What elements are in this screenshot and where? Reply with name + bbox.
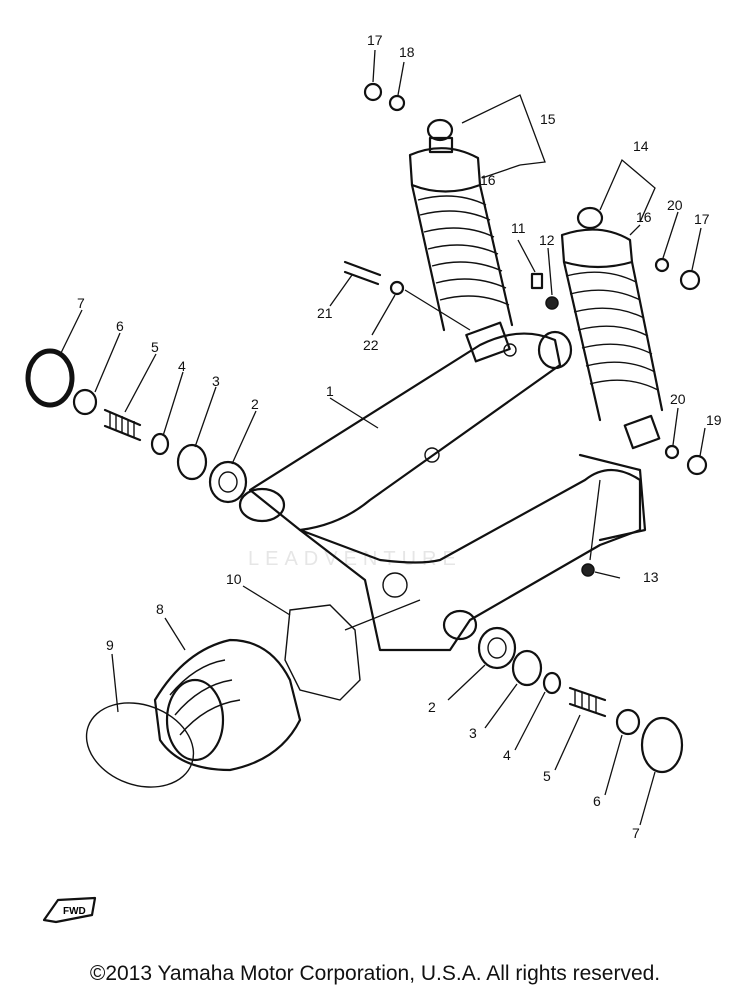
gasket-10[interactable] — [284, 604, 361, 701]
callout-7a: 7 — [77, 295, 85, 311]
swingarm[interactable] — [238, 330, 647, 652]
callout-21: 21 — [317, 305, 333, 321]
callout-3a: 3 — [212, 373, 220, 389]
fasteners[interactable] — [343, 82, 708, 577]
callout-4a: 4 — [178, 358, 186, 374]
callout-20a: 20 — [667, 197, 683, 213]
rubber-boot[interactable] — [153, 638, 302, 772]
fwd-arrow-icon: FWD — [42, 896, 97, 924]
callout-2a: 2 — [251, 396, 259, 412]
callout-12: 12 — [539, 232, 555, 248]
shock-absorber-right[interactable] — [560, 206, 664, 450]
callout-13: 13 — [643, 569, 659, 585]
callouts: 17 18 15 16 14 16 20 17 11 12 21 22 1 7 … — [77, 32, 722, 841]
callout-20b: 20 — [670, 391, 686, 407]
callout-4b: 4 — [503, 747, 511, 763]
callout-11: 11 — [511, 220, 526, 236]
callout-5a: 5 — [151, 339, 159, 355]
callout-6b: 6 — [593, 793, 601, 809]
o-ring-9[interactable] — [75, 689, 206, 802]
callout-7b: 7 — [632, 825, 640, 841]
callout-15: 15 — [540, 111, 556, 127]
callout-9: 9 — [106, 637, 114, 653]
callout-3b: 3 — [469, 725, 477, 741]
callout-2b: 2 — [428, 699, 436, 715]
callout-17a: 17 — [367, 32, 383, 48]
callout-18: 18 — [399, 44, 415, 60]
callout-5b: 5 — [543, 768, 551, 784]
callout-22: 22 — [363, 337, 379, 353]
leader-lines — [59, 49, 706, 826]
callout-16b: 16 — [636, 209, 652, 225]
callout-16a: 16 — [480, 172, 496, 188]
callout-10: 10 — [226, 571, 242, 587]
callout-14: 14 — [633, 138, 649, 154]
fwd-label: FWD — [63, 906, 86, 917]
callout-8: 8 — [156, 601, 164, 617]
callout-6a: 6 — [116, 318, 124, 334]
left-pivot-parts[interactable] — [25, 348, 248, 504]
callout-17b: 17 — [694, 211, 710, 227]
callout-19: 19 — [706, 412, 722, 428]
watermark: LEADVENTURE — [248, 548, 462, 570]
callout-1: 1 — [326, 383, 334, 399]
copyright-footer: ©2013 Yamaha Motor Corporation, U.S.A. A… — [89, 962, 661, 985]
right-pivot-parts[interactable] — [477, 626, 684, 774]
